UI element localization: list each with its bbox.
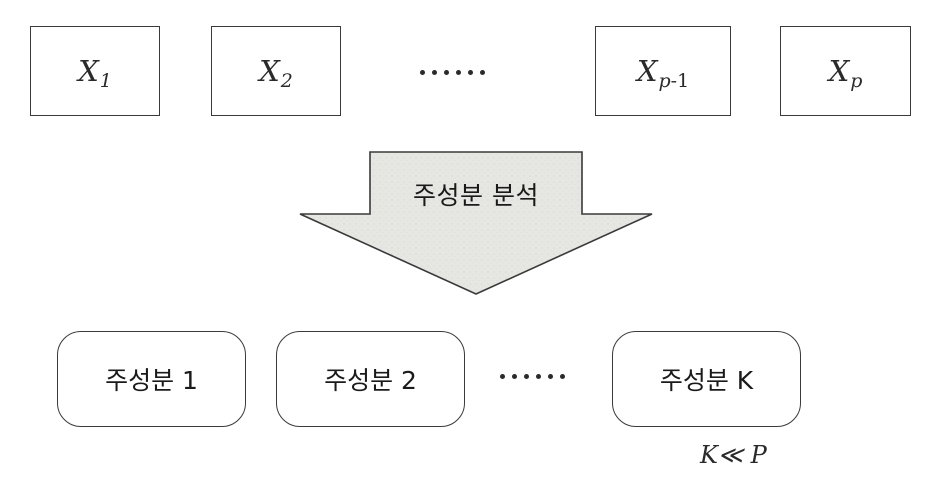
dot: [560, 374, 565, 379]
dot: [512, 374, 517, 379]
variable-xp-minus-1-subscript-p: p: [658, 70, 671, 92]
variable-x1-base: X: [78, 54, 99, 88]
variable-x2-base: X: [259, 54, 280, 88]
dot: [420, 70, 425, 75]
variable-x2-subscript: 2: [280, 70, 293, 92]
ellipsis-dots-top: [420, 70, 485, 75]
dot: [456, 70, 461, 75]
dot: [444, 70, 449, 75]
principal-component-box-k: 주성분 K: [612, 331, 801, 427]
principal-component-label-2: 주성분 2: [324, 366, 417, 395]
pca-arrow-label: 주성분 분석: [413, 181, 539, 210]
variable-xp-minus-1-subscript: p-1: [658, 70, 689, 92]
principal-component-label-1: 주성분 1: [105, 366, 198, 395]
dot: [524, 374, 529, 379]
dot: [468, 70, 473, 75]
variable-xp-base: X: [828, 54, 850, 88]
dot: [500, 374, 505, 379]
down-arrow-shape: [299, 151, 653, 295]
principal-component-box-1: 주성분 1: [57, 331, 246, 427]
variable-xp-subscript: p: [850, 70, 863, 92]
k-much-less-than-p-note: K≪ P: [700, 441, 767, 469]
ellipsis-dots-bottom: [500, 374, 565, 379]
dot: [536, 374, 541, 379]
principal-component-box-2: 주성분 2: [276, 331, 465, 427]
variable-xp-minus-1-subscript-minus-one: -1: [670, 70, 690, 92]
variable-xp-minus-1-base: X: [636, 54, 658, 88]
variable-x1-subscript: 1: [99, 70, 112, 92]
dot: [432, 70, 437, 75]
dot: [548, 374, 553, 379]
principal-component-label-k: 주성분 K: [659, 366, 754, 395]
dot: [480, 70, 485, 75]
